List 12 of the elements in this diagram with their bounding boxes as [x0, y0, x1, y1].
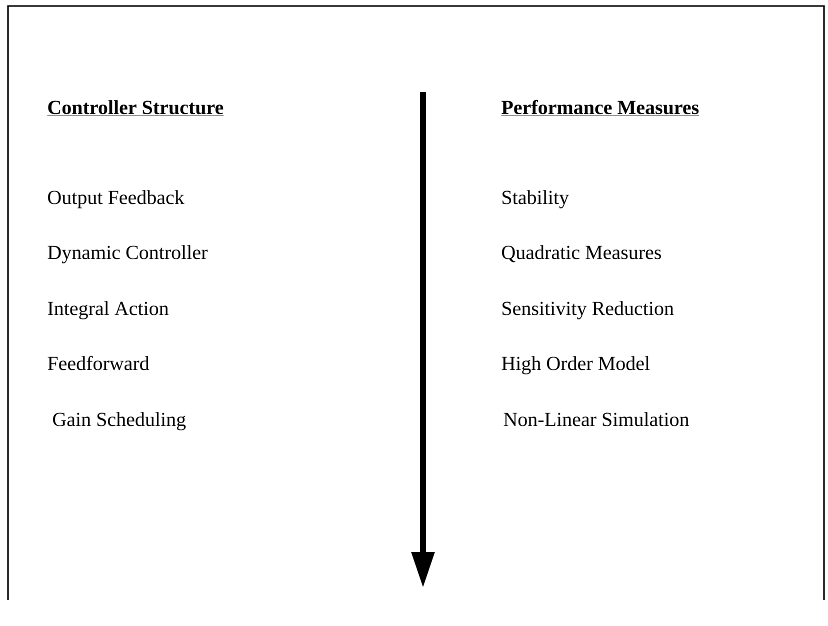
row-label: Integral Action — [48, 301, 169, 320]
row-label: Quadratic Measures — [502, 245, 661, 262]
row-label: Sensitivity Reduction — [502, 301, 674, 320]
row-label: Stability — [502, 190, 569, 208]
row-label: Non-Linear Simulation — [504, 412, 689, 426]
row-label: Dynamic Controller — [48, 245, 208, 264]
row-label: Output Feedback — [48, 190, 184, 208]
row-label: Feedforward — [48, 356, 150, 370]
row-label: Gain Scheduling — [53, 412, 186, 430]
column-heading: Controller Structure — [47, 100, 224, 116]
row-label: High Order Model — [502, 356, 650, 374]
column-heading: Performance Measures — [501, 100, 700, 116]
